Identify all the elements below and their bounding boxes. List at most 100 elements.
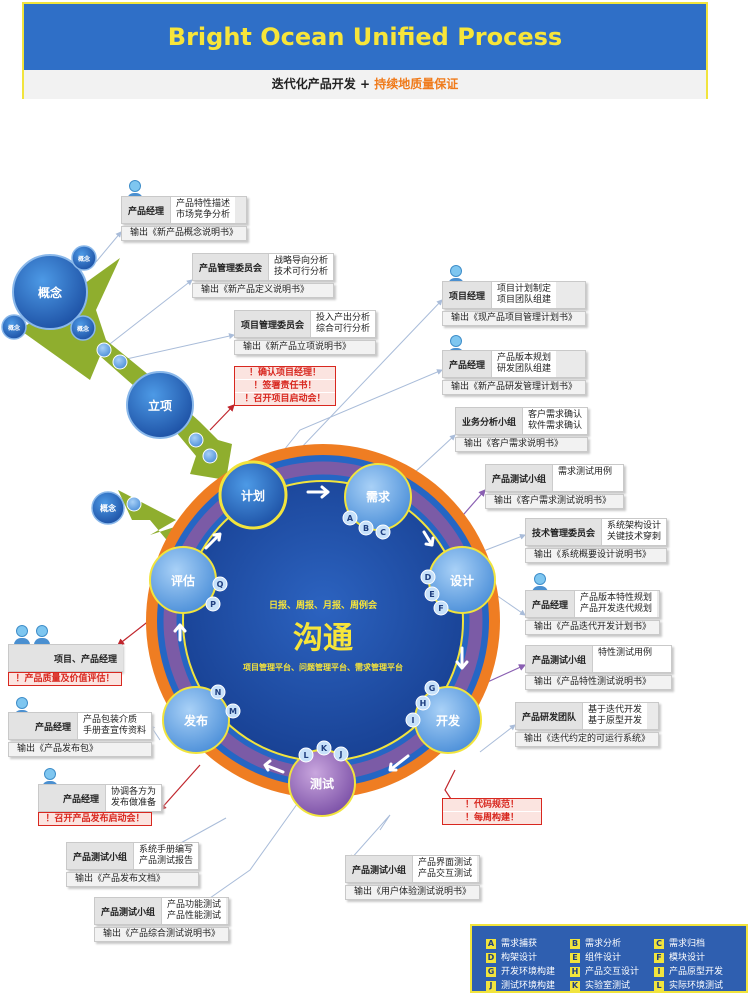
dot — [96, 342, 112, 358]
card-task: 产品界面测试 — [418, 858, 473, 868]
step-Q: Q — [217, 580, 224, 589]
alert-line: ！产品质量及价值评估！ — [15, 674, 115, 684]
design-label: 设计 — [450, 573, 474, 588]
card-product-manager-design: 产品经理产品版本特性规划产品开发迭代规划 输出《产品迭代开发计划书》 — [525, 590, 661, 635]
alert-line: ！召开产品发布启动会！ — [45, 814, 145, 824]
step-letters: A B C D E F G H I L K J N M Q P — [205, 510, 449, 763]
concept-small-circle-1 — [71, 245, 97, 271]
card-task: 产品版本特性规划 — [580, 593, 653, 603]
step-H: H — [420, 699, 427, 708]
card-output: 输出《客户需求测试说明书》 — [485, 494, 625, 509]
card-role: 产品测试小组 — [486, 465, 553, 491]
card-role: 产品经理 — [9, 713, 78, 739]
card-task: 产品性能测试 — [167, 911, 222, 921]
card-tech-committee: 技术管理委员会系统架构设计关键技术穿刺 输出《系统概要设计说明书》 — [525, 518, 668, 563]
alert-line: ！召开项目启动会！ — [244, 394, 326, 404]
requirements-label: 需求 — [366, 489, 391, 504]
card-output: 输出《现产品项目管理计划书》 — [442, 311, 587, 326]
step-E: E — [429, 590, 434, 599]
initiation-label: 立项 — [148, 398, 172, 413]
evaluation-label: 评估 — [171, 573, 195, 588]
card-output: 输出《产品发布文档》 — [66, 872, 200, 887]
card-task: 产品功能测试 — [167, 900, 222, 910]
step-M: M — [229, 707, 237, 716]
card-role: 项目经理 — [443, 282, 492, 308]
card-project-committee: 项目管理委员会投入产出分析综合可行分析 输出《新产品立项说明书》 — [234, 310, 377, 355]
card-task: 特性测试用例 — [598, 648, 653, 658]
card-role: 产品测试小组 — [95, 898, 162, 924]
card-task: 市场竞争分析 — [176, 210, 231, 220]
card-output: 输出《新产品研发管理计划书》 — [442, 380, 587, 395]
card-task: 产品开发迭代规划 — [580, 604, 653, 614]
card-task: 系统手册编写 — [139, 845, 194, 855]
card-role: 产品管理委员会 — [193, 254, 269, 280]
card-product-committee: 产品管理委员会战略导向分析技术可行分析 输出《新产品定义说明书》 — [192, 253, 335, 298]
card-task: 投入产出分析 — [316, 313, 371, 323]
card-output: 输出《系统概要设计说明书》 — [525, 548, 668, 563]
concept-small-label-2: 概念 — [8, 324, 20, 332]
alert-release: ！召开产品发布启动会！ — [38, 812, 152, 826]
card-test-group-req: 产品测试小组需求测试用例 输出《客户需求测试说明书》 — [485, 464, 625, 509]
page-title: Bright Ocean Unified Process — [24, 4, 706, 70]
card-eval-roles: 项目、产品经理 — [8, 644, 124, 672]
card-business-analysis: 业务分析小组客户需求确认软件需求确认 输出《客户需求说明书》 — [455, 407, 589, 452]
step-F: F — [438, 604, 443, 613]
concept-small-circle-3 — [70, 315, 96, 341]
card-output: 输出《新产品定义说明书》 — [192, 283, 335, 298]
card-task: 需求测试用例 — [558, 467, 613, 477]
step-P: P — [210, 600, 216, 609]
card-task: 产品测试报告 — [139, 856, 194, 866]
step-A: A — [347, 514, 354, 523]
release-label: 发布 — [183, 713, 208, 728]
card-output: 输出《新产品立项说明书》 — [234, 340, 377, 355]
card-role: 项目、产品经理 — [9, 645, 124, 671]
step-I: I — [412, 716, 415, 725]
card-product-manager-release: 产品经理产品包装介质手册查宣传资料 输出《产品发布包》 — [8, 712, 153, 757]
track-arrows — [173, 485, 469, 774]
step-N: N — [215, 688, 222, 697]
alert-line: ！代码规范！ — [443, 799, 541, 812]
plan-label: 计划 — [241, 488, 265, 503]
card-test-group-ux: 产品测试小组产品界面测试产品交互测试 输出《用户体验测试说明书》 — [345, 855, 481, 900]
alert-initiation: ！确认项目经理！ ！签署责任书！ ！召开项目启动会！ — [234, 366, 336, 406]
concept-circle — [12, 254, 88, 330]
development-label: 开发 — [436, 713, 461, 728]
concept-label: 概念 — [38, 285, 62, 300]
alert-line: ！签署责任书！ — [235, 380, 335, 393]
card-role: 产品经理 — [526, 591, 575, 617]
card-task: 项目团队组建 — [497, 295, 552, 305]
card-output: 输出《产品特性测试说明书》 — [525, 675, 673, 690]
card-task: 综合可行分析 — [316, 324, 371, 334]
subtitle-main: 迭代化产品开发 — [271, 77, 356, 91]
header: Bright Ocean Unified Process 迭代化产品开发 + 持… — [22, 2, 708, 99]
step-K: K — [321, 744, 328, 753]
subtitle-plus: + — [359, 77, 371, 91]
step-L: L — [303, 751, 308, 760]
step-C: C — [380, 528, 386, 537]
card-output: 输出《产品迭代开发计划书》 — [525, 620, 661, 635]
dot — [202, 448, 218, 464]
testing-label: 测试 — [310, 776, 334, 791]
card-task: 发布做准备 — [111, 798, 157, 808]
card-product-manager-coordinate: 产品经理协调各方为发布做准备 — [38, 784, 163, 812]
card-output: 输出《产品综合测试说明书》 — [94, 927, 230, 942]
card-product-manager-concept: 产品经理产品特性描述市场竞争分析 输出《新产品概念说明书》 — [121, 196, 248, 241]
dot — [112, 354, 128, 370]
concept-small-label-3: 概念 — [77, 325, 89, 333]
card-task: 协调各方为 — [111, 787, 157, 797]
subtitle-accent: 持续地质量保证 — [374, 77, 459, 91]
card-product-manager-plan: 产品经理产品版本规划研发团队组建 输出《新产品研发管理计划书》 — [442, 350, 587, 395]
card-role: 技术管理委员会 — [526, 519, 602, 545]
card-role: 产品经理 — [39, 785, 106, 811]
card-task: 系统架构设计 — [607, 521, 662, 531]
